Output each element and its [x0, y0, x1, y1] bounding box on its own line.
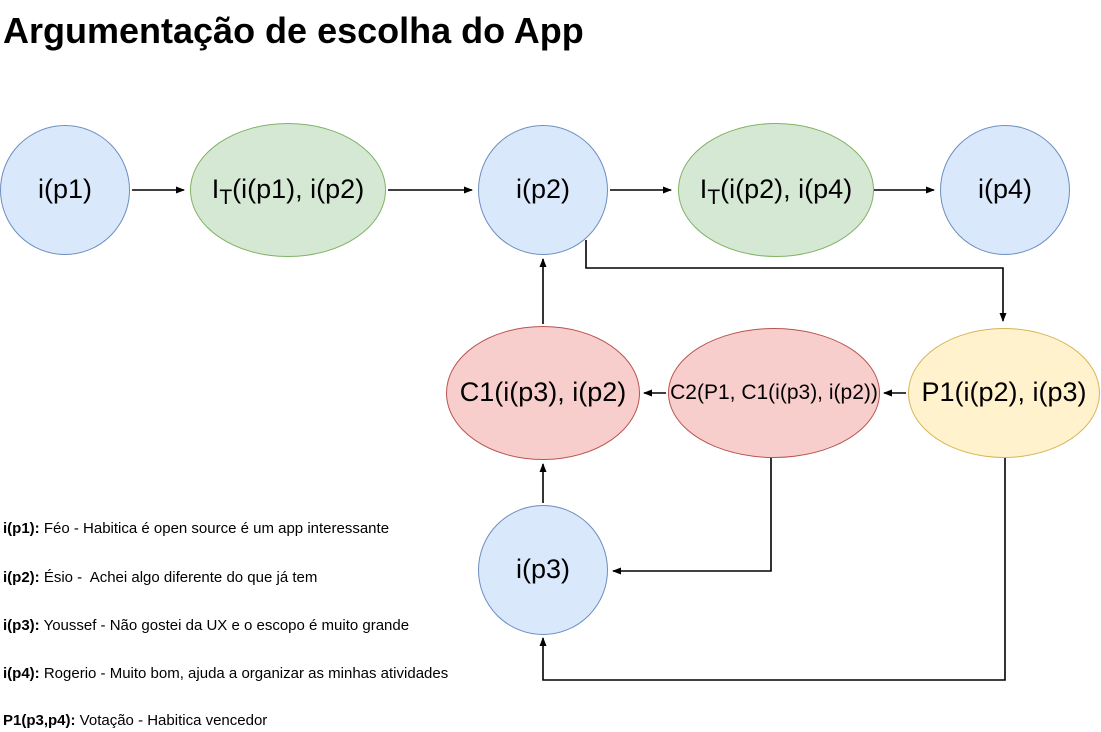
legend-item-ip4: i(p4): Rogerio - Muito bom, ajuda a orga…	[3, 664, 448, 683]
page-title: Argumentação de escolha do App	[3, 10, 584, 51]
node-label: C1(i(p3), i(p2)	[459, 377, 627, 408]
node-i-p2[interactable]: i(p2)	[478, 125, 608, 255]
node-p1[interactable]: P1(i(p2), i(p3)	[908, 328, 1100, 458]
node-label: IT(i(p2), i(p4)	[699, 174, 853, 210]
legend-desc: Youssef - Não gostei da UX e o escopo é …	[39, 617, 410, 634]
connector-p1-to-ip3	[539, 457, 1006, 681]
legend-desc: Féo - Habitica é open source é um app in…	[39, 520, 390, 537]
legend-term: i(p1):	[3, 520, 40, 537]
node-label: i(p4)	[977, 174, 1032, 205]
node-label: i(p2)	[515, 174, 570, 205]
node-label: C2(P1, C1(i(p3), i(p2))	[670, 381, 878, 405]
node-i-p1[interactable]: i(p1)	[0, 125, 130, 255]
legend-item-ip3: i(p3): Youssef - Não gostei da UX e o es…	[3, 616, 409, 635]
node-it-p2-p4[interactable]: IT(i(p2), i(p4)	[678, 123, 874, 257]
node-label: i(p3)	[515, 554, 570, 585]
legend-desc: Ésio - Achei algo diferente do que já te…	[39, 569, 318, 586]
node-label: P1(i(p2), i(p3)	[921, 377, 1087, 408]
legend-desc: Rogerio - Muito bom, ajuda a organizar a…	[39, 665, 449, 682]
legend-term: i(p4):	[3, 665, 40, 682]
legend-term: i(p3):	[3, 617, 40, 634]
node-label: IT(i(p1), i(p2)	[211, 174, 365, 210]
node-label: i(p1)	[37, 174, 92, 205]
legend-term: P1(p3,p4):	[3, 712, 76, 729]
legend-item-p1: P1(p3,p4): Votação - Habitica vencedor	[3, 711, 267, 730]
node-it-p1-p2[interactable]: IT(i(p1), i(p2)	[190, 123, 386, 257]
node-i-p4[interactable]: i(p4)	[940, 125, 1070, 255]
legend-item-ip1: i(p1): Féo - Habitica é open source é um…	[3, 519, 389, 538]
node-i-p3[interactable]: i(p3)	[478, 505, 608, 635]
legend-desc: Votação - Habitica vencedor	[75, 712, 268, 729]
node-c1[interactable]: C1(i(p3), i(p2)	[446, 326, 640, 460]
legend-term: i(p2):	[3, 569, 40, 586]
legend-item-ip2: i(p2): Ésio - Achei algo diferente do qu…	[3, 568, 317, 587]
connector-c2-to-ip3	[612, 457, 772, 575]
node-c2[interactable]: C2(P1, C1(i(p3), i(p2))	[668, 328, 880, 458]
